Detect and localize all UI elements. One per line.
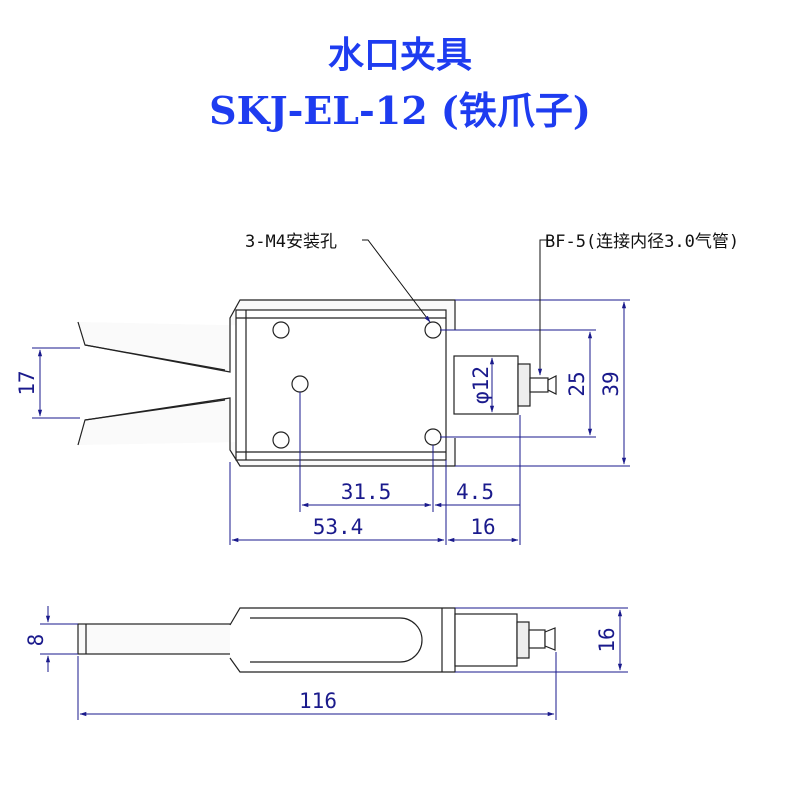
dim-body-length: 53.4	[313, 515, 364, 539]
mount-hole-note: 3-M4安装孔	[245, 232, 337, 252]
dim-hole-spacing-v: 25	[565, 371, 589, 396]
title-line-2: SKJ-EL-12 (铁爪子)	[209, 88, 591, 133]
jaw-bar	[77, 623, 259, 655]
fitting-note: BF-5(连接内径3.0气管)	[545, 232, 739, 252]
dim-jaw-opening: 17	[15, 370, 39, 395]
body-block	[235, 309, 447, 461]
side-cylinder	[454, 613, 518, 667]
dim-fitting-diameter: φ12	[469, 366, 493, 404]
dim-jaw-thickness: 8	[24, 634, 48, 647]
fitting-leader	[537, 239, 553, 376]
mount-hole	[272, 431, 290, 449]
dim-rear-length: 16	[470, 515, 495, 539]
title-line-1: 水口夹具	[327, 34, 472, 76]
dim-body-height: 39	[599, 371, 623, 396]
top-view	[77, 299, 557, 467]
dim-hole-spacing-h: 31.5	[341, 480, 392, 504]
side-view	[77, 607, 556, 673]
dim-body-thickness: 16	[595, 627, 619, 652]
dim-overall-length: 116	[299, 689, 337, 713]
mount-hole-leader	[362, 239, 431, 323]
mount-hole	[272, 321, 290, 339]
air-fitting	[547, 375, 557, 395]
dim-hole-offset: 4.5	[456, 480, 494, 504]
slot	[250, 617, 423, 663]
